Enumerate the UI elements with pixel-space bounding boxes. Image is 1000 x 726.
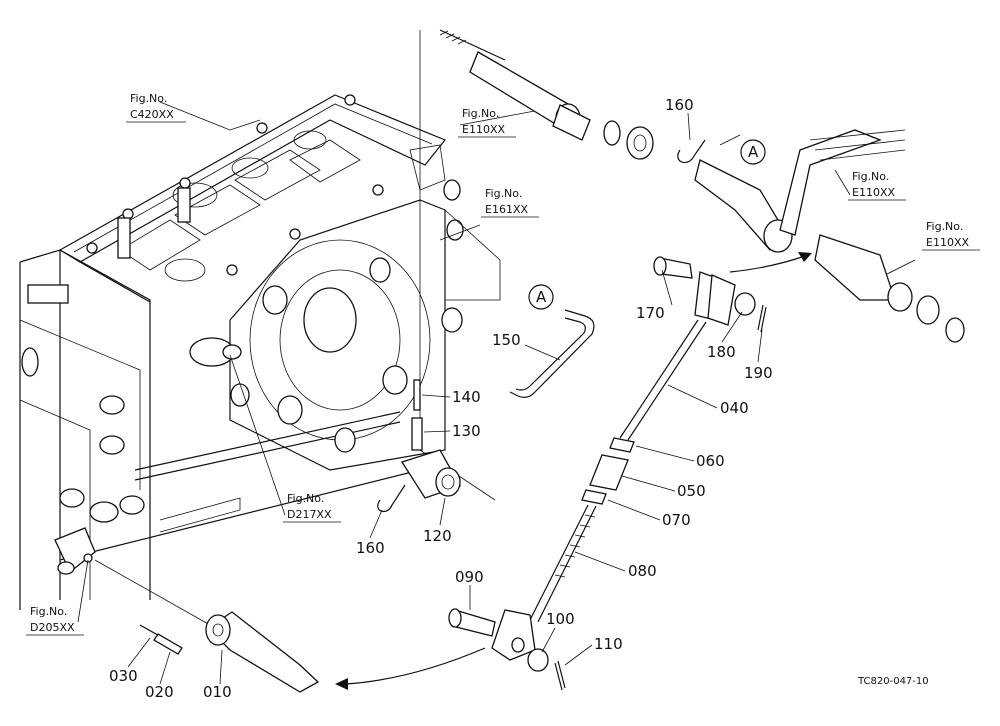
part-number-100: 100	[546, 610, 575, 628]
part-number-190: 190	[744, 364, 773, 382]
part-number-130: 130	[452, 422, 481, 440]
part-number-160-upper: 160	[665, 96, 694, 114]
marker-a-upper	[740, 139, 766, 165]
part-number-010: 010	[203, 683, 232, 701]
fig-ref-c420-code: C420XX	[130, 108, 174, 121]
part-number-170: 170	[636, 304, 665, 322]
part-number-070: 070	[662, 511, 691, 529]
part-number-040: 040	[720, 399, 749, 417]
part-number-050: 050	[677, 482, 706, 500]
rod-150	[509, 309, 595, 398]
fig-ref-c420-label: Fig.No.	[130, 92, 167, 105]
fig-ref-e110-lever-code: E110XX	[852, 186, 895, 199]
fig-ref-e110-lever-label: Fig.No.	[852, 170, 889, 183]
fig-ref-e110-shaft-label: Fig.No.	[462, 107, 499, 120]
part-number-leaders	[127, 112, 763, 685]
joint-120	[377, 449, 461, 513]
part-number-060: 060	[696, 452, 725, 470]
fig-ref-d217-label: Fig.No.	[287, 492, 324, 505]
part-number-160-lower: 160	[356, 539, 385, 557]
motion-arrows	[335, 252, 812, 690]
fig-ref-e110-fork-label: Fig.No.	[926, 220, 963, 233]
part-number-080: 080	[628, 562, 657, 580]
fig-ref-d217-code: D217XX	[287, 508, 332, 521]
fig-ref-e161-label: Fig.No.	[485, 187, 522, 200]
part-number-180: 180	[707, 343, 736, 361]
part-number-150: 150	[492, 331, 521, 349]
part-number-090: 090	[455, 568, 484, 586]
part-number-110: 110	[594, 635, 623, 653]
pins-130-140	[411, 379, 423, 451]
marker-a-rod	[528, 284, 554, 310]
part-number-140: 140	[452, 388, 481, 406]
shift-shaft-assembly	[439, 29, 965, 343]
fig-ref-e161-code: E161XX	[485, 203, 528, 216]
transmission-housing	[19, 94, 501, 610]
marker-a-rod-label: A	[536, 288, 547, 306]
lever-010	[139, 611, 320, 693]
turnbuckle-linkage	[448, 256, 767, 691]
drawing-code: TC820-047-10	[857, 676, 929, 687]
fig-ref-e110-shaft-code: E110XX	[462, 123, 505, 136]
fig-ref-d205-label: Fig.No.	[30, 605, 67, 618]
part-number-120: 120	[423, 527, 452, 545]
part-number-020: 020	[145, 683, 174, 701]
fig-ref-d205-code: D205XX	[30, 621, 75, 634]
fig-ref-e110-fork-code: E110XX	[926, 236, 969, 249]
marker-a-upper-label: A	[748, 143, 759, 161]
part-number-030: 030	[109, 667, 138, 685]
